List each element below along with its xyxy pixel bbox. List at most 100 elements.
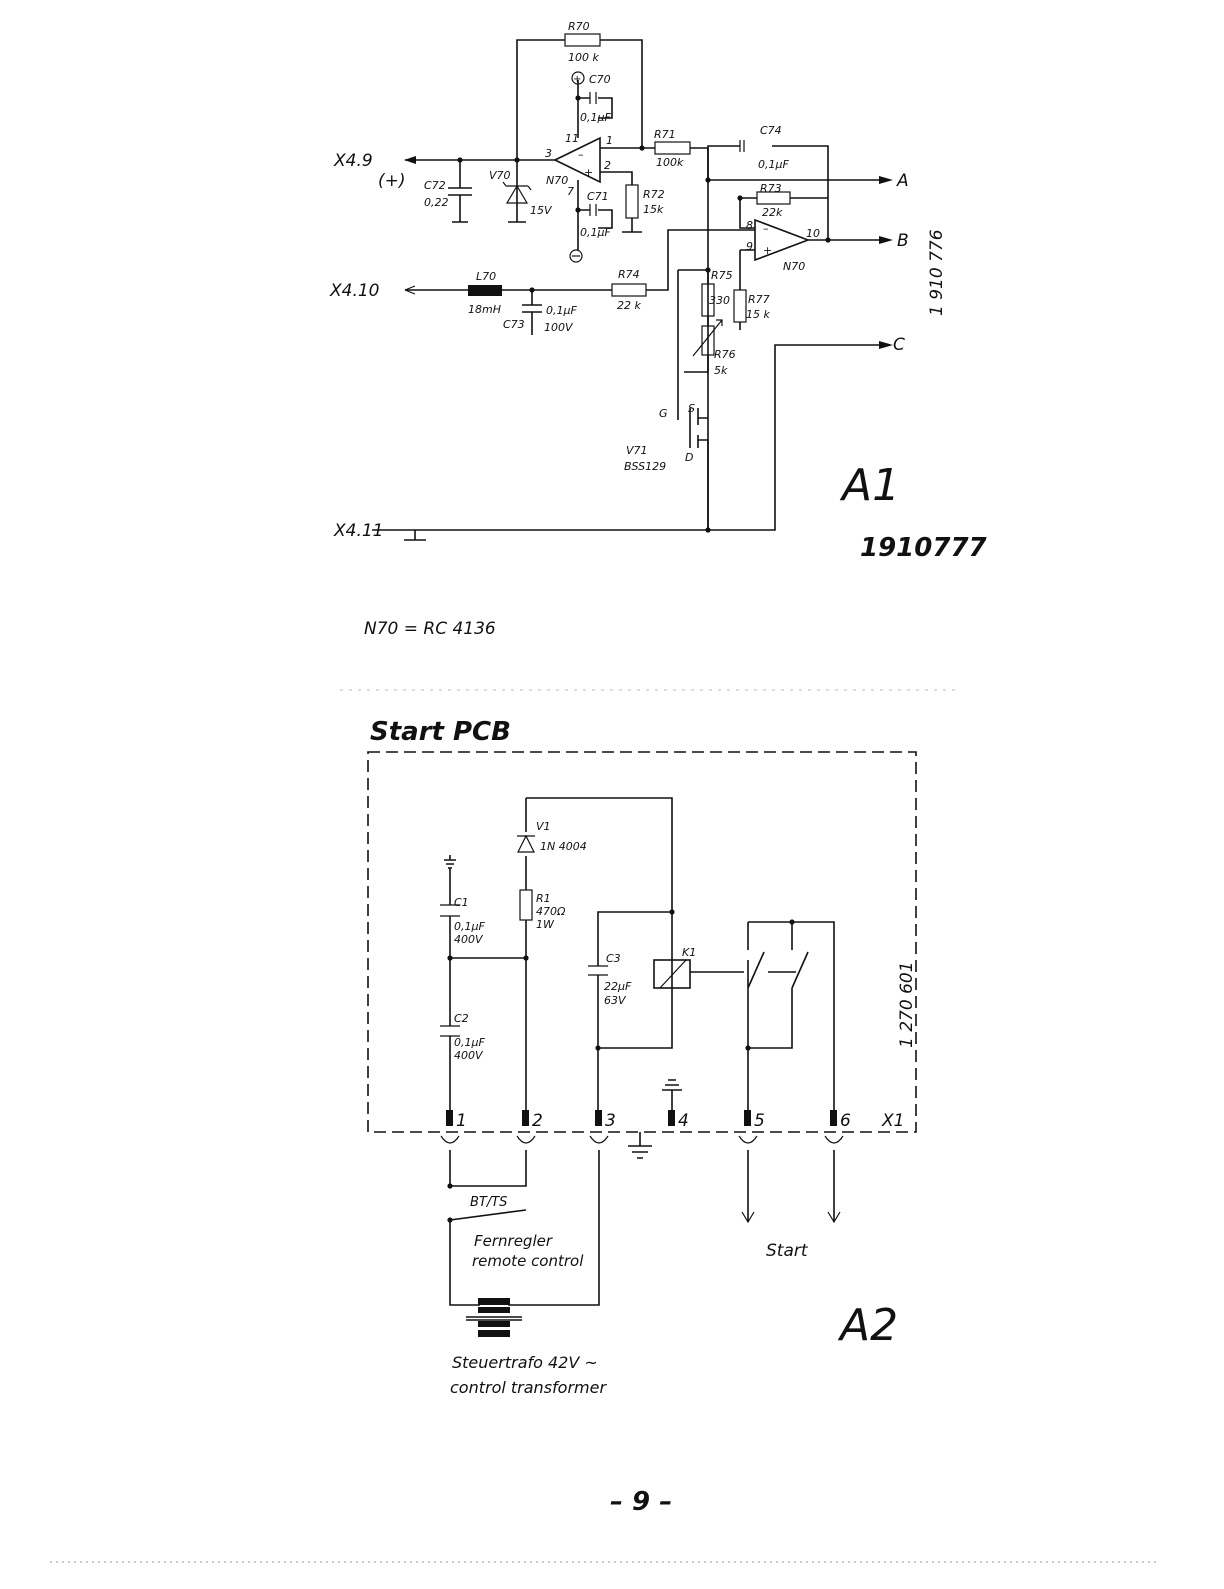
label-n70b: N70 (783, 260, 805, 273)
svg-text:–: – (763, 222, 769, 235)
potentiometer-r76 (701, 325, 715, 356)
label-c74: C74 (760, 124, 782, 137)
pin-11: 11 (565, 132, 579, 145)
label-v1: V1 (536, 820, 551, 833)
output-c: C (893, 335, 905, 355)
label-c73: C73 (503, 318, 525, 331)
relay-k1 (653, 959, 691, 989)
output-a: A (896, 171, 909, 191)
pin-d: D (685, 451, 693, 464)
capacitor-c1 (440, 904, 460, 917)
inductor-l70 (468, 285, 502, 296)
voltage-c2: 400V (454, 1049, 484, 1062)
type-v71: BSS129 (624, 460, 666, 473)
switch-bt-ts: BT/TS (470, 1195, 507, 1210)
capacitor-c3 (588, 965, 608, 976)
value-r70: 100 k (568, 51, 599, 64)
value-c72: 0,22 (424, 196, 449, 209)
start-pcb-outline (367, 751, 917, 1133)
watt-r1: 1W (536, 918, 555, 931)
opamp-n70a (553, 136, 601, 184)
pin-1-label: 1 (456, 1111, 467, 1131)
connector-x1 (440, 1110, 844, 1144)
arrow-a-icon (879, 176, 893, 184)
resistor-r75 (701, 283, 715, 317)
x1-label: X1 (881, 1111, 904, 1131)
resistor-r77 (733, 289, 747, 323)
board-a2-label: A2 (837, 1300, 898, 1351)
terminal-x49-polarity: (+) (378, 171, 406, 191)
pin-10: 10 (806, 227, 820, 240)
value-c73: 0,1µF (546, 304, 577, 317)
pin-8: 8 (746, 219, 753, 232)
value-c70: 0,1µF (580, 111, 611, 124)
value-r1: 470Ω (536, 905, 566, 918)
svg-text:+: + (584, 166, 593, 179)
resistor-r1 (519, 889, 533, 921)
label-r76: R76 (714, 348, 736, 361)
handwritten-number: 1910777 (860, 533, 988, 563)
svg-text:+: + (573, 74, 581, 85)
label-r71: R71 (654, 128, 676, 141)
pin-1: 1 (606, 134, 613, 147)
pin-3: 3 (545, 147, 552, 160)
value-c74: 0,1µF (758, 158, 789, 171)
voltage-c1: 400V (454, 933, 484, 946)
start-pcb-title: Start PCB (370, 717, 511, 747)
trafo-label-de: Steuertrafo 42V ~ (452, 1353, 598, 1372)
pin-4-label: 4 (678, 1111, 689, 1131)
label-r77: R77 (748, 293, 770, 306)
value-r77: 15 k (746, 308, 770, 321)
pin-3-label: 3 (605, 1111, 616, 1131)
value-c2: 0,1µF (454, 1036, 485, 1049)
pin-2: 2 (604, 159, 611, 172)
resistor-r71 (654, 141, 691, 155)
page-number: – 9 – (610, 1487, 672, 1517)
supply-plus-icon (571, 71, 585, 85)
remote-label-en: remote control (472, 1252, 584, 1270)
terminal-x411: X4.11 (333, 521, 384, 541)
value-c1: 0,1µF (454, 920, 485, 933)
value-v1: 1N 4004 (540, 840, 587, 853)
value-r73: 22k (762, 206, 783, 219)
board-a1-label: A1 (839, 460, 900, 511)
voltage-c73: 100V (544, 321, 574, 334)
label-l70: L70 (476, 270, 496, 283)
label-c70: C70 (589, 73, 611, 86)
label-v70: V70 (489, 169, 511, 182)
capacitor-c71 (589, 204, 597, 216)
label-r73: R73 (760, 182, 782, 195)
value-r71: 100k (656, 156, 684, 169)
svg-text:–: – (578, 148, 584, 161)
value-r74: 22 k (617, 299, 641, 312)
supply-minus-icon (569, 249, 583, 263)
pin-5-label: 5 (754, 1111, 765, 1131)
resistor-r74 (611, 283, 647, 297)
label-c72: C72 (424, 179, 446, 192)
output-b: B (897, 231, 909, 251)
schematic-a1: – + – + + X4.9 (+) X4.10 X4.11 A B C R70… (329, 20, 988, 639)
label-r75: R75 (711, 269, 733, 282)
label-c3: C3 (606, 952, 621, 965)
diode-v1 (517, 834, 535, 853)
pin-s: S (688, 402, 695, 415)
terminal-x49: X4.9 (333, 151, 373, 171)
pin-2-label: 2 (532, 1111, 543, 1131)
a2-part-number: 1 270 601 (897, 961, 917, 1048)
voltage-c3: 63V (604, 994, 627, 1007)
capacitor-c70 (589, 92, 597, 104)
label-n70a: N70 (546, 174, 568, 187)
arrow-c-icon (879, 341, 893, 349)
label-c1: C1 (454, 896, 469, 909)
value-r76: 5k (714, 364, 728, 377)
value-v70: 15V (530, 204, 553, 217)
label-c71: C71 (587, 190, 609, 203)
arrow-b-icon (879, 236, 893, 244)
label-c2: C2 (454, 1012, 469, 1025)
trafo-label-en: control transformer (450, 1378, 607, 1397)
opamp-n70b (754, 218, 811, 262)
label-r70: R70 (568, 20, 590, 33)
pin-9: 9 (746, 240, 753, 253)
